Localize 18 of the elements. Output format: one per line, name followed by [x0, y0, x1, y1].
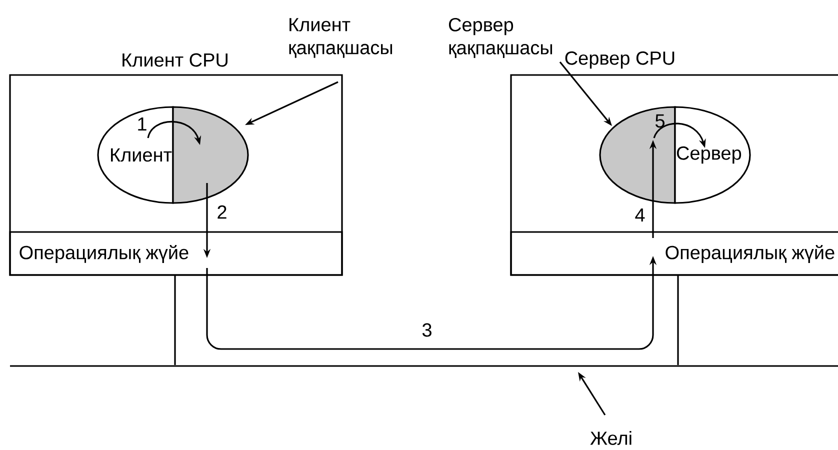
step-number: 4 — [635, 208, 645, 222]
box-heading: Сервер CPU — [565, 51, 674, 69]
step-number: 3 — [422, 323, 432, 337]
step-number: 1 — [138, 117, 146, 131]
process-half: Сервер — [674, 106, 751, 204]
callout-text: Сервер қақпақшасы — [448, 18, 552, 58]
callout-text: Клиент қақпақшасы — [289, 18, 392, 58]
network-line — [10, 365, 838, 367]
box-heading: Клиент CPU — [122, 53, 228, 67]
callout-text: Желі — [590, 431, 632, 445]
stub-half — [172, 106, 249, 204]
band-label: Операциялық жүйе — [666, 244, 834, 264]
connector-line — [174, 275, 176, 365]
band-label: Операциялық жүйе — [20, 244, 188, 264]
step-number: 2 — [218, 205, 226, 219]
stub-half — [599, 106, 676, 204]
step-number: 5 — [655, 114, 664, 128]
connector-line — [677, 275, 679, 365]
